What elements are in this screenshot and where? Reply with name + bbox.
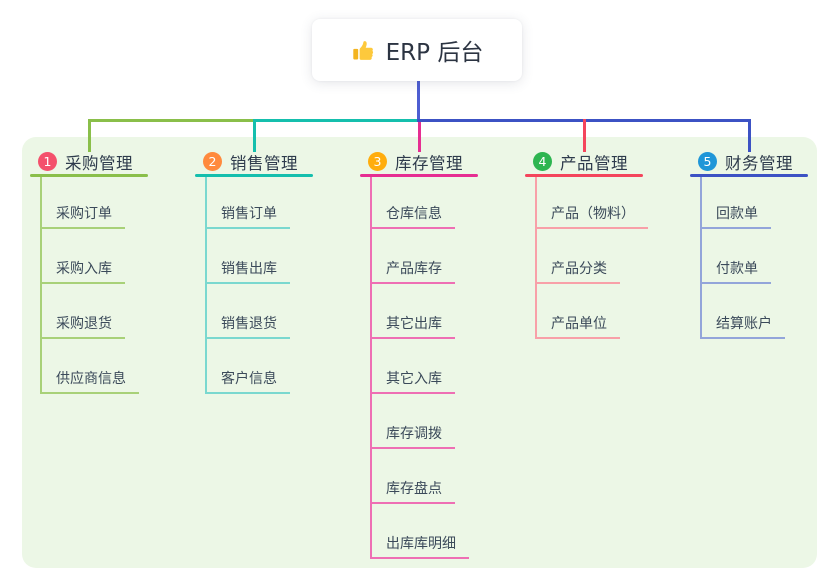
- child-node[interactable]: 产品库存: [370, 256, 455, 284]
- branch-inventory: 3 库存管理 仓库信息 产品库存 其它出库 其它入库 库存调拨 库存盘点 出库库…: [360, 0, 525, 588]
- child-node[interactable]: 其它出库: [370, 311, 455, 339]
- branch-title-label: 销售管理: [230, 153, 298, 173]
- branch-title-label: 财务管理: [725, 153, 793, 173]
- child-node[interactable]: 采购订单: [40, 201, 125, 229]
- child-node[interactable]: 销售退货: [205, 311, 290, 339]
- root-node[interactable]: ERP 后台: [312, 19, 522, 81]
- branch-title-node[interactable]: 3 库存管理: [368, 150, 463, 173]
- root-node-label: ERP 后台: [385, 40, 484, 66]
- child-node[interactable]: 采购入库: [40, 256, 125, 284]
- child-node[interactable]: 产品分类: [535, 256, 620, 284]
- drop-line-sales: [253, 119, 256, 152]
- branch-title-node[interactable]: 4 产品管理: [533, 150, 628, 173]
- root-connector-line: [417, 80, 420, 122]
- branch-title-label: 产品管理: [560, 153, 628, 173]
- child-node[interactable]: 客户信息: [205, 366, 290, 394]
- branch-sales: 2 销售管理 销售订单 销售出库 销售退货 客户信息: [195, 0, 360, 588]
- bus-line-purchase: [88, 119, 255, 122]
- bus-line-sales: [253, 119, 420, 122]
- branch-index-badge: 4: [533, 152, 552, 171]
- branch-spine-line: [205, 177, 207, 394]
- branch-title-label: 采购管理: [65, 153, 133, 173]
- child-node[interactable]: 付款单: [700, 256, 771, 284]
- branch-spine-line: [370, 177, 372, 559]
- child-node[interactable]: 销售订单: [205, 201, 290, 229]
- branch-spine-line: [700, 177, 702, 339]
- child-node[interactable]: 回款单: [700, 201, 771, 229]
- branch-index-badge: 1: [38, 152, 57, 171]
- child-node[interactable]: 产品（物料）: [535, 201, 648, 229]
- branch-product: 4 产品管理 产品（物料） 产品分类 产品单位: [525, 0, 690, 588]
- child-node[interactable]: 库存调拨: [370, 421, 455, 449]
- branch-underline: [360, 174, 478, 177]
- branches-background-panel: [22, 137, 817, 568]
- branch-underline: [30, 174, 148, 177]
- child-node[interactable]: 供应商信息: [40, 366, 139, 394]
- child-node[interactable]: 其它入库: [370, 366, 455, 394]
- branch-index-badge: 3: [368, 152, 387, 171]
- drop-line-inventory: [418, 122, 421, 152]
- child-node[interactable]: 采购退货: [40, 311, 125, 339]
- child-node[interactable]: 产品单位: [535, 311, 620, 339]
- branch-finance: 5 财务管理 回款单 付款单 结算账户: [690, 0, 839, 588]
- thumbs-up-icon: [351, 38, 376, 63]
- branch-index-badge: 2: [203, 152, 222, 171]
- branch-underline: [525, 174, 643, 177]
- child-node[interactable]: 库存盘点: [370, 476, 455, 504]
- branch-spine-line: [40, 177, 42, 394]
- drop-line-product: [583, 119, 586, 152]
- branch-title-node[interactable]: 5 财务管理: [698, 150, 793, 173]
- branch-title-node[interactable]: 2 销售管理: [203, 150, 298, 173]
- branch-index-badge: 5: [698, 152, 717, 171]
- branch-title-node[interactable]: 1 采购管理: [38, 150, 133, 173]
- child-node[interactable]: 出库库明细: [370, 531, 469, 559]
- branch-purchase: 1 采购管理 采购订单 采购入库 采购退货 供应商信息: [30, 0, 195, 588]
- child-node[interactable]: 销售出库: [205, 256, 290, 284]
- drop-line-purchase: [88, 119, 91, 152]
- branch-spine-line: [535, 177, 537, 339]
- branch-underline: [690, 174, 808, 177]
- child-node[interactable]: 仓库信息: [370, 201, 455, 229]
- drop-line-finance: [748, 119, 751, 152]
- branch-underline: [195, 174, 313, 177]
- child-node[interactable]: 结算账户: [700, 311, 785, 339]
- branch-title-label: 库存管理: [395, 153, 463, 173]
